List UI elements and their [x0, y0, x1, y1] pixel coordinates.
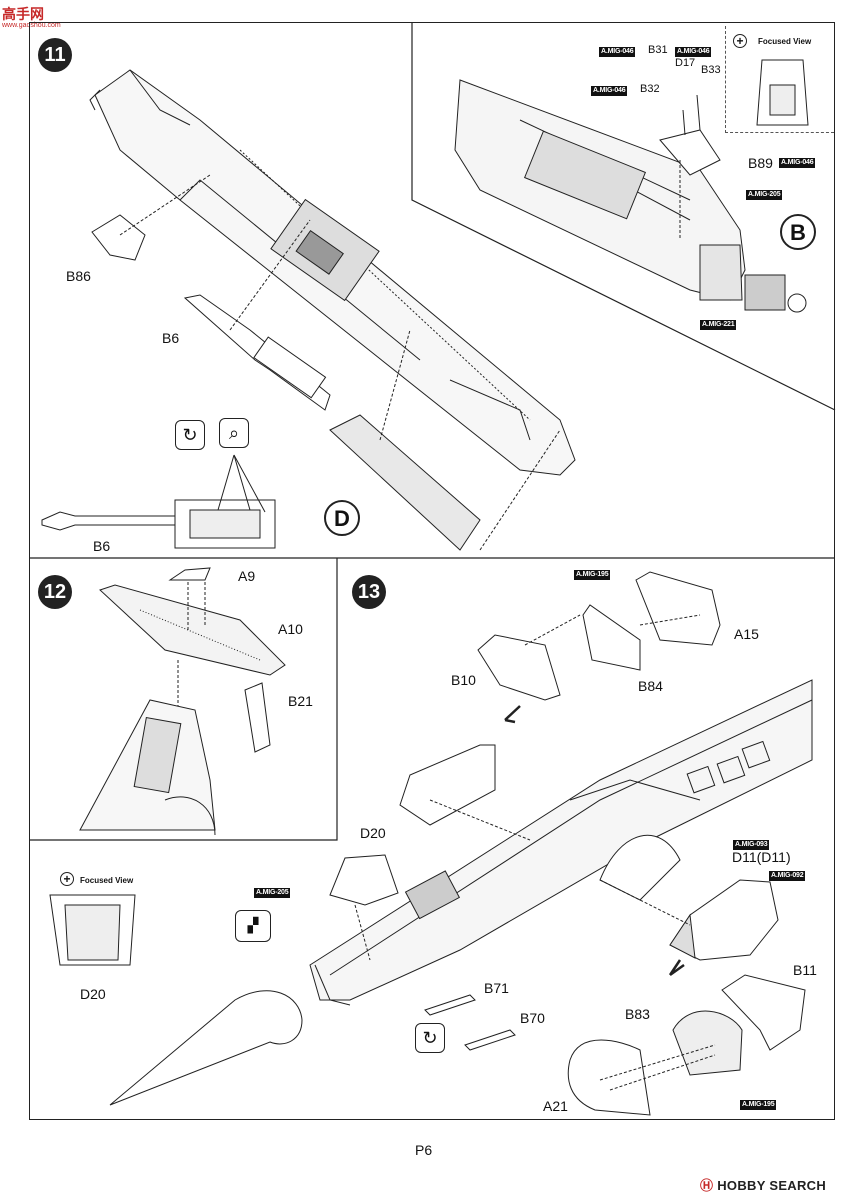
zoom-in-icon-2: +: [60, 872, 74, 886]
paint-tag-mig046-1: A.MIG-046: [599, 47, 636, 57]
paint-tag-mig092: A.MIG-092: [769, 871, 806, 881]
paint-tag-mig221: A.MIG-221: [700, 320, 737, 330]
part-b6-detail: [41, 511, 176, 531]
part-label-d20-focus: D20: [80, 986, 106, 1002]
part-label-b21: B21: [288, 693, 313, 709]
part-label-b31: B31: [648, 44, 668, 56]
part-d-shape: [329, 414, 481, 551]
part-label-a9: A9: [238, 568, 256, 584]
callout-d: D: [324, 500, 360, 536]
part-label-d11: D11(D11): [732, 849, 791, 865]
rotate-icon-2: ↻: [415, 1023, 445, 1053]
watermark-url: www.gaoshou.com: [2, 22, 61, 29]
watermark-hobbysearch: Ⓗ HOBBY SEARCH: [700, 1175, 826, 1194]
focused-view-title: Focused View: [758, 37, 812, 46]
part-label-a15: A15: [734, 626, 759, 642]
watermark-logo: 高手网 www.gaoshou.com: [2, 4, 61, 29]
paint-tag-mig046-4: A.MIG-046: [779, 158, 816, 168]
paint-swatch-icon: ▞: [235, 910, 271, 942]
paint-tag-mig093: A.MIG-093: [733, 840, 770, 850]
zoom-in-icon: +: [733, 34, 747, 48]
part-label-b6-top: B6: [162, 330, 180, 346]
part-label-b71: B71: [484, 980, 509, 996]
page-number: P6: [415, 1142, 433, 1158]
glue-icon: ⌕: [219, 418, 249, 448]
step13-fuselage: [309, 679, 813, 1006]
step11-nose-section: [454, 79, 807, 313]
step-12-badge: 12: [38, 575, 72, 609]
part-label-b86: B86: [66, 268, 91, 284]
paint-tag-mig195-a: A.MIG-195: [574, 570, 611, 580]
step12-stabilizer: [79, 567, 286, 836]
part-label-a21: A21: [543, 1098, 568, 1114]
focused-view-box: [725, 26, 834, 133]
callout-b: B: [780, 214, 816, 250]
part-label-b83: B83: [625, 1006, 650, 1022]
step11-fuselage: [89, 69, 576, 476]
paint-tag-mig046-2: A.MIG-046: [675, 47, 712, 57]
part-label-b6-bottom: B6: [93, 538, 111, 554]
part-label-a10: A10: [278, 621, 303, 637]
step-11-badge: 11: [38, 38, 72, 72]
part-b86-shape: [91, 214, 146, 261]
hobbysearch-logo-icon: Ⓗ: [700, 1178, 714, 1193]
part-label-b89: B89: [748, 155, 773, 171]
part-label-b70: B70: [520, 1010, 545, 1026]
part-label-d20: D20: [360, 825, 386, 841]
page-frame: [29, 22, 835, 1120]
part-label-b84: B84: [638, 678, 663, 694]
paint-tag-mig195-b: A.MIG-195: [740, 1100, 777, 1110]
paint-tag-mig205: A.MIG-205: [746, 190, 783, 200]
part-label-b10: B10: [451, 672, 476, 688]
paint-tag-mig205-b: A.MIG-205: [254, 888, 291, 898]
focused-view-title-2: Focused View: [80, 876, 134, 885]
paint-tag-mig046-3: A.MIG-046: [591, 86, 628, 96]
part-label-b11: B11: [793, 962, 817, 978]
nose-cone: [109, 990, 303, 1106]
canopy-d20: [329, 854, 399, 906]
part-label-b33: B33: [701, 64, 721, 76]
part-label-d17: D17: [675, 57, 696, 69]
step-13-badge: 13: [352, 575, 386, 609]
rotate-icon: ↻: [175, 420, 205, 450]
part-label-b32: B32: [640, 83, 660, 95]
watermark-brand: 高手网: [2, 6, 44, 22]
hobbysearch-brand: HOBBY SEARCH: [717, 1178, 827, 1193]
